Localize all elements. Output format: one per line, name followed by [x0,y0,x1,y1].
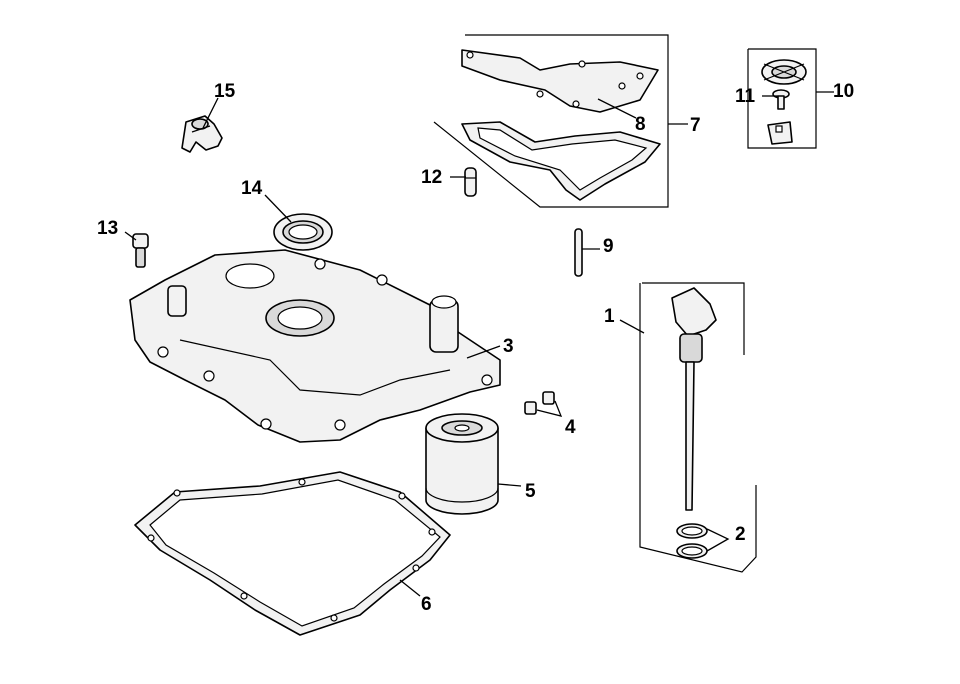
leader-1 [619,319,645,334]
leader-4 [536,400,563,417]
callout-11: 11 [735,86,756,107]
callout-13: 13 [97,218,118,239]
part-12-pin[interactable] [464,167,477,197]
part-4-plug-b[interactable] [542,391,555,405]
leader-3 [466,345,501,359]
callout-10: 10 [833,81,854,102]
part-3-crankcase-cover[interactable] [129,249,501,443]
part-9-dowel[interactable] [574,228,583,277]
part-2-o-ring-top[interactable] [676,523,708,539]
leader-6 [399,579,421,597]
callout-1: 1 [604,306,615,327]
callout-6: 6 [421,594,432,615]
group-1-dipstick-assembly [639,282,757,573]
callout-4: 4 [565,417,576,438]
part-gear[interactable] [761,59,807,85]
leader-13 [124,231,137,241]
part-clip[interactable] [767,121,793,145]
leader-14 [264,194,292,223]
part-11-pin[interactable] [772,89,790,110]
callout-8: 8 [635,114,646,135]
callout-12: 12 [421,167,442,188]
part-4-plug-a[interactable] [524,401,537,415]
part-13-plug[interactable] [132,233,149,268]
callout-3: 3 [503,336,514,357]
part-8-gasket-lower[interactable] [461,121,661,201]
leader-8 [597,98,637,119]
part-5-oil-filter[interactable] [425,413,499,515]
callout-9: 9 [603,236,614,257]
part-14-oil-seal[interactable] [273,213,333,251]
callout-2: 2 [735,524,746,545]
callout-5: 5 [525,481,536,502]
group-10-pump-drive [747,48,817,149]
group-7-gasket-set [433,34,669,208]
part-dipstick[interactable] [671,287,717,511]
leader-5 [497,483,522,487]
callout-7: 7 [690,115,701,136]
part-8-gasket-upper[interactable] [461,49,659,113]
part-2-o-ring-bottom[interactable] [676,543,708,559]
part-6-cover-gasket[interactable] [134,471,451,636]
callout-14: 14 [241,178,263,199]
part-15-elbow-fitting[interactable] [181,115,223,153]
callout-15: 15 [214,81,236,102]
leader-15 [202,97,219,129]
leader-2 [706,528,730,552]
